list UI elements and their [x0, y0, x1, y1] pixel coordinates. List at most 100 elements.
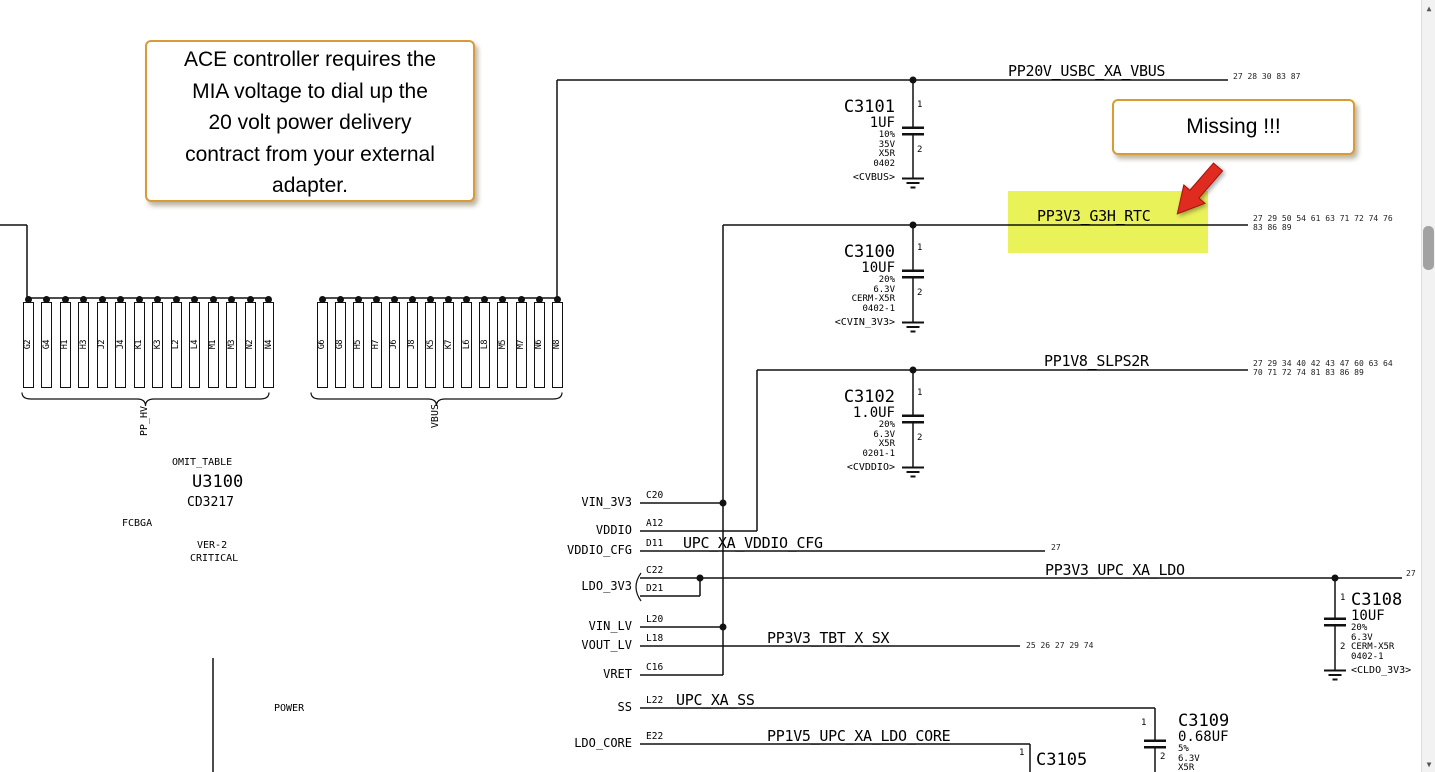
- pin-label: N6: [534, 340, 545, 350]
- scroll-down-button[interactable]: ▼: [1422, 756, 1435, 772]
- cap-class: <CVDDIO>: [846, 462, 895, 473]
- annotation-note: ACE controller requires the MIA voltage …: [145, 40, 475, 202]
- net-pin-numbers: 70 71 72 74 81 83 86 89: [1253, 368, 1364, 377]
- cap-ref: C3109: [1178, 711, 1230, 731]
- pin-label: G8: [335, 340, 346, 350]
- pin-box: H5: [352, 295, 364, 388]
- cap-dielectric: CERM-X5R: [1351, 642, 1395, 652]
- pin-label: M7: [516, 340, 527, 350]
- cap-tolerance: 5%: [1178, 744, 1189, 754]
- cap-plate: [902, 414, 924, 417]
- net-label-pp3v3-upc-xa-ldo[interactable]: PP3V3_UPC_XA_LDO: [1045, 561, 1185, 579]
- cap-pin-number: 2: [1160, 752, 1166, 762]
- ground-icon: [1324, 669, 1346, 681]
- pin-name-vret: VRET: [603, 667, 632, 681]
- cap-dielectric: CERM-X5R: [851, 294, 895, 304]
- cap-c3109[interactable]: C3109 0.68UF 5% 6.3V X5R: [1178, 712, 1229, 772]
- ic-omit-table: OMIT_TABLE: [172, 457, 233, 468]
- pin-box: J8: [406, 295, 418, 388]
- pin-label: M3: [226, 340, 237, 350]
- pin-label: H3: [78, 340, 89, 350]
- cap-c3100[interactable]: C3100 10UF 20% 6.3V CERM-X5R 0402-1 <CVI…: [745, 243, 895, 329]
- cap-ref[interactable]: C3105: [1036, 750, 1088, 770]
- pin-label: G2: [23, 340, 33, 350]
- pin-box: K1: [133, 295, 145, 388]
- pin-name-vin-lv: VIN_LV: [588, 619, 632, 633]
- cap-ref: C3102: [843, 387, 895, 407]
- pin-box: L2: [170, 295, 182, 388]
- pin-box: N2: [244, 295, 256, 388]
- cap-ref: C3101: [843, 97, 895, 117]
- pin-label: K5: [425, 340, 436, 350]
- ground-icon: [902, 177, 924, 189]
- cap-dielectric: X5R: [1178, 763, 1195, 772]
- pin-label: L8: [479, 340, 490, 350]
- net-label-upc-xa-vddio-cfg[interactable]: UPC_XA_VDDIO_CFG: [683, 534, 823, 552]
- pin-box: K3: [152, 295, 163, 388]
- vertical-scrollbar[interactable]: ▲ ▼: [1421, 0, 1435, 772]
- pin-box: G6: [316, 295, 328, 388]
- group-braces: [21, 392, 642, 602]
- pin-box: G4: [41, 295, 52, 388]
- net-label-pp20v-usbc-xa-vbus[interactable]: PP20V_USBC_XA_VBUS: [1008, 62, 1166, 80]
- pin-group-label-vbus: VBUS: [430, 404, 441, 429]
- ground-icon: [902, 466, 924, 478]
- net-label-pp1v5-upc-xa-ldo-core[interactable]: PP1V5_UPC_XA_LDO_CORE: [767, 727, 951, 745]
- cap-plate: [902, 421, 924, 424]
- pin-box: L4: [189, 295, 200, 388]
- net-label-pp3v3-tbt-x-sx[interactable]: PP3V3_TBT_X_SX: [767, 629, 890, 647]
- scroll-up-icon: ▲: [1426, 3, 1432, 13]
- red-arrow-icon: [1176, 162, 1224, 215]
- pin-box: H1: [59, 295, 71, 388]
- ic-part-number: CD3217: [187, 495, 234, 510]
- pin-designator: L22: [646, 695, 664, 706]
- ic-package: FCBGA: [122, 518, 153, 529]
- pin-box: H3: [78, 295, 89, 388]
- annotation-missing: Missing !!!: [1112, 99, 1355, 155]
- junction-dot: [909, 366, 917, 374]
- pin-box: G8: [334, 295, 346, 388]
- cap-plate: [1144, 746, 1166, 749]
- net-label-pp1v8-slps2r[interactable]: PP1V8_SLPS2R: [1044, 352, 1149, 370]
- pin-label: J4: [115, 340, 126, 350]
- pin-designator: A12: [646, 518, 664, 529]
- scrollbar-thumb[interactable]: [1423, 226, 1434, 270]
- net-pin-numbers: 27: [1406, 569, 1416, 578]
- pin-name-vddio-cfg: VDDIO_CFG: [566, 543, 632, 557]
- cap-c3102[interactable]: C3102 1.0UF 20% 6.3V X5R 0201-1 <CVDDIO>: [745, 388, 895, 474]
- red-arrow-shape: [1176, 162, 1224, 215]
- scroll-up-button[interactable]: ▲: [1422, 0, 1435, 16]
- net-pin-numbers: 27: [1051, 543, 1061, 552]
- net-label-pp3v3-g3h-rtc[interactable]: PP3V3_G3H_RTC: [1037, 207, 1151, 225]
- cap-c3101[interactable]: C3101 1UF 10% 35V X5R 0402 <CVBUS>: [745, 98, 895, 184]
- pin-box: H7: [370, 295, 382, 388]
- ic-version: VER-2: [197, 540, 228, 551]
- cap-value: 10UF: [861, 260, 895, 276]
- pin-label: G4: [41, 340, 52, 350]
- cap-pin-number: 1: [1019, 748, 1025, 758]
- cap-plate: [1144, 739, 1166, 742]
- capacitor-plates: [902, 126, 1346, 749]
- cap-voltage: 6.3V: [873, 429, 895, 440]
- junction-dots: [696, 76, 1339, 631]
- wires-group: [0, 79, 1402, 772]
- pin-label: M5: [497, 340, 508, 350]
- pin-designator: E22: [646, 731, 664, 742]
- pin-box: K5: [425, 295, 437, 388]
- cap-c3108[interactable]: C3108 10UF 20% 6.3V CERM-X5R 0402-1 <CLD…: [1351, 591, 1411, 677]
- cap-package: 0402-1: [1351, 651, 1384, 662]
- cap-package: 0402: [873, 158, 895, 169]
- pin-label: L4: [189, 340, 200, 350]
- cap-class: <CVBUS>: [852, 172, 895, 183]
- pin-box: M5: [497, 295, 509, 388]
- pin-designator: L20: [646, 614, 664, 625]
- pin-designator: D21: [646, 583, 664, 594]
- pin-label: G6: [317, 340, 327, 350]
- ground-icon: [902, 321, 924, 333]
- pin-name-ldo-core: LDO_CORE: [574, 736, 632, 750]
- pin-label: N2: [245, 340, 255, 350]
- ic-ref[interactable]: U3100: [192, 472, 244, 492]
- net-label-upc-xa-ss[interactable]: UPC_XA_SS: [676, 691, 755, 709]
- pin-label: H1: [60, 340, 70, 350]
- pin-label: N4: [263, 340, 274, 350]
